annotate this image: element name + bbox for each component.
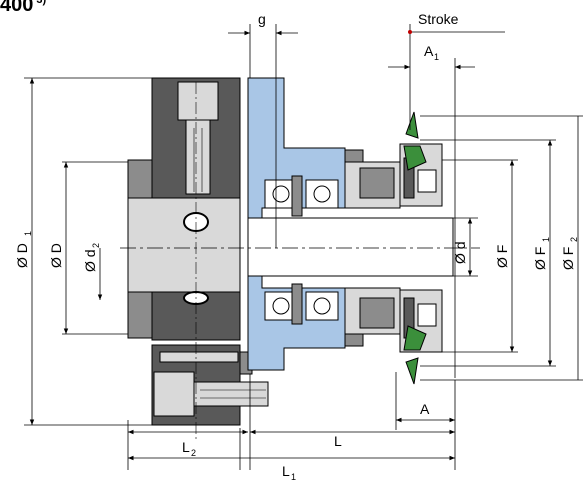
label-a: A — [420, 401, 430, 417]
actuator-bottom-insert — [359, 297, 395, 329]
hub-plug-top — [344, 149, 364, 163]
label-l2: L — [182, 439, 190, 455]
flange-rim-bottom — [127, 291, 153, 339]
label-f2-sub: 2 — [569, 237, 579, 242]
switch-top — [417, 169, 437, 193]
actuator — [344, 143, 443, 353]
label-stroke: Stroke — [418, 11, 459, 27]
label-a1: A — [424, 43, 434, 59]
label-f1-sub: 1 — [541, 237, 551, 242]
hub-plug-bottom — [344, 333, 364, 347]
stroke-marker — [408, 30, 412, 34]
flange-bore — [127, 197, 241, 293]
dimensions — [24, 24, 583, 470]
actuator-top-insert — [359, 167, 395, 199]
label-d1-sub: 1 — [23, 231, 33, 236]
bottom-screw — [153, 351, 269, 417]
bearing-bottom-right — [305, 291, 339, 321]
seal-bottom — [403, 325, 427, 351]
flange-rim-top — [127, 159, 153, 199]
label-d1: Ø D — [14, 243, 30, 268]
label-f: Ø F — [494, 245, 510, 268]
label-a1-sub: 1 — [434, 52, 439, 62]
seal-top — [403, 145, 427, 171]
label-l1-sub: 1 — [291, 472, 296, 482]
release-lever-bottom — [405, 357, 419, 385]
label-l2-sub: 2 — [191, 448, 196, 458]
screw-head-top — [177, 81, 219, 121]
model-number: 400 — [0, 0, 34, 16]
label-d: Ø D — [48, 243, 64, 268]
screw-head-bottom — [153, 371, 195, 417]
label-f2: Ø F — [560, 247, 576, 270]
label-f1: Ø F — [532, 247, 548, 270]
screw-shank-bottom — [193, 381, 269, 407]
model-footnote: 3) — [36, 0, 47, 7]
labels: g Stroke A 1 A L 2 L L 1 Ø D 1 Ø D Ø d 2… — [14, 11, 579, 482]
retainer-top — [291, 175, 303, 217]
label-g: g — [258, 11, 266, 27]
switch-bottom — [417, 303, 437, 327]
label-small-d: Ø d — [452, 241, 468, 264]
seals — [403, 111, 427, 385]
bearings — [264, 175, 339, 325]
label-d2-sub: 2 — [91, 243, 101, 248]
release-lever-top — [405, 111, 419, 139]
screw-shank-top — [185, 119, 211, 195]
retainer-bottom — [291, 283, 303, 325]
top-screw — [177, 81, 219, 195]
shaft-bore — [247, 217, 454, 277]
label-d2: Ø d — [82, 249, 98, 272]
label-l1: L — [282, 463, 290, 479]
clamp-slot — [159, 351, 239, 363]
label-l: L — [334, 433, 342, 449]
